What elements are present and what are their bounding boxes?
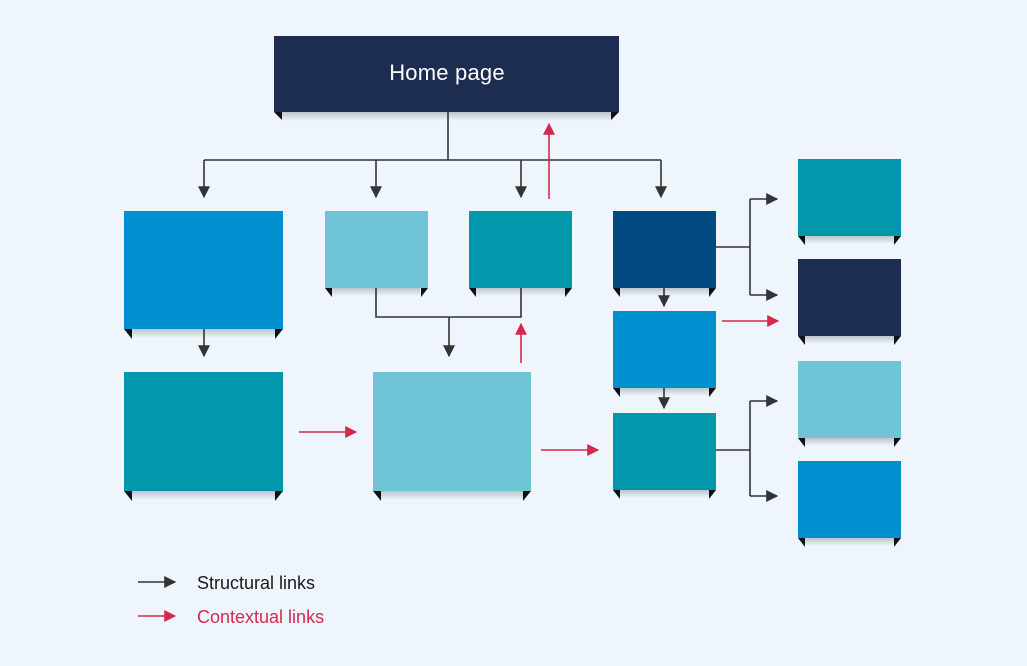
page-d2-box	[613, 413, 716, 490]
page-d-node	[613, 211, 716, 297]
page-r4-box	[798, 461, 901, 538]
legend-structural-label: Structural links	[197, 573, 315, 593]
legend-contextual-label: Contextual links	[197, 607, 324, 627]
home-page-title: Home page	[389, 60, 505, 85]
contextual-links	[299, 122, 780, 456]
page-c-node	[469, 211, 572, 297]
page-c-box	[469, 211, 572, 288]
page-r1-node	[798, 159, 901, 245]
page-r3-box	[798, 361, 901, 438]
page-a-node	[124, 211, 283, 339]
page-d1-node	[613, 311, 716, 397]
structural-links	[198, 112, 779, 502]
page-d2-node	[613, 413, 716, 499]
page-a1-box	[124, 372, 283, 491]
page-r1-box	[798, 159, 901, 236]
page-b-box	[325, 211, 428, 288]
page-r3-node	[798, 361, 901, 447]
page-bc1-node	[373, 372, 531, 501]
page-d-box	[613, 211, 716, 288]
legend: Structural links Contextual links	[138, 573, 324, 627]
page-a1-node	[124, 372, 283, 501]
page-a-box	[124, 211, 283, 329]
page-r4-node	[798, 461, 901, 547]
page-r2-node	[798, 259, 901, 345]
page-r2-box	[798, 259, 901, 336]
home-page-node: Home page	[274, 36, 619, 121]
page-d1-box	[613, 311, 716, 388]
page-b-node	[325, 211, 428, 297]
page-bc1-box	[373, 372, 531, 491]
